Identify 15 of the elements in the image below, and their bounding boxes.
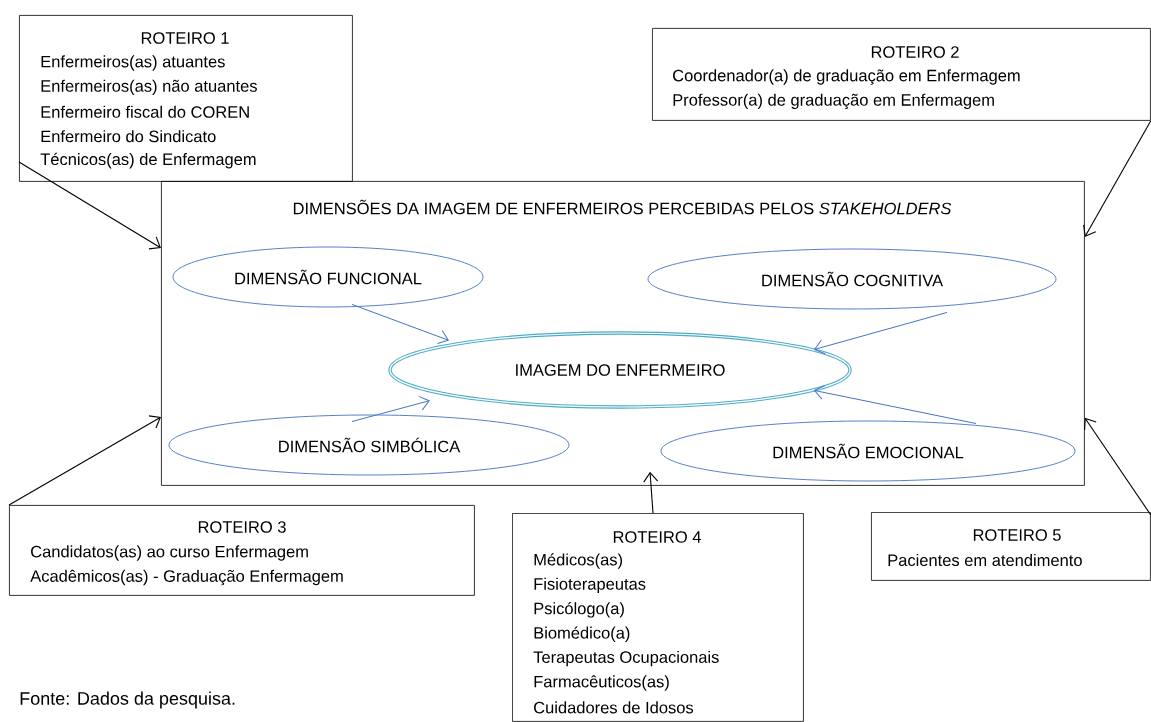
- arrow: [18, 161, 161, 250]
- caption: Fonte: Dados da pesquisa.: [20, 691, 235, 709]
- arrow: [1083, 120, 1151, 237]
- text-box: ROTEIRO 2 Coordenador(a) de graduação em Enfermagem Professor(a) de graduação em Enfermagem: [652, 28, 1151, 121]
- text-box: ROTEIRO 5 Pacientes em atendimento: [871, 512, 1151, 581]
- text-box: ROTEIRO 4 Médicos(as) Fisioterapeutas Psicólogo(a) Biomédico(a) Terapeutas Ocupacionais Farmacêuticos(as) Cuidadores de Idosos: [512, 513, 804, 722]
- arrow: [8, 415, 161, 506]
- arrow: [814, 384, 977, 425]
- arrow: [814, 311, 948, 355]
- arrow: [643, 471, 659, 514]
- text-box: ROTEIRO 1 Enfermeiros(as) atuantes Enfermeiros(as) não atuantes Enfermeiro fiscal do COREN Enfermeiro do Sindicato Técnicos(as) de Enfermagem: [19, 15, 353, 182]
- arrow: [1084, 417, 1151, 516]
- arrow: [351, 395, 430, 423]
- text-box: ROTEIRO 3 Candidatos(as) ao curso Enfermagem Acadêmicos(as) - Graduação Enfermagem: [9, 505, 475, 596]
- arrow: [351, 303, 449, 345]
